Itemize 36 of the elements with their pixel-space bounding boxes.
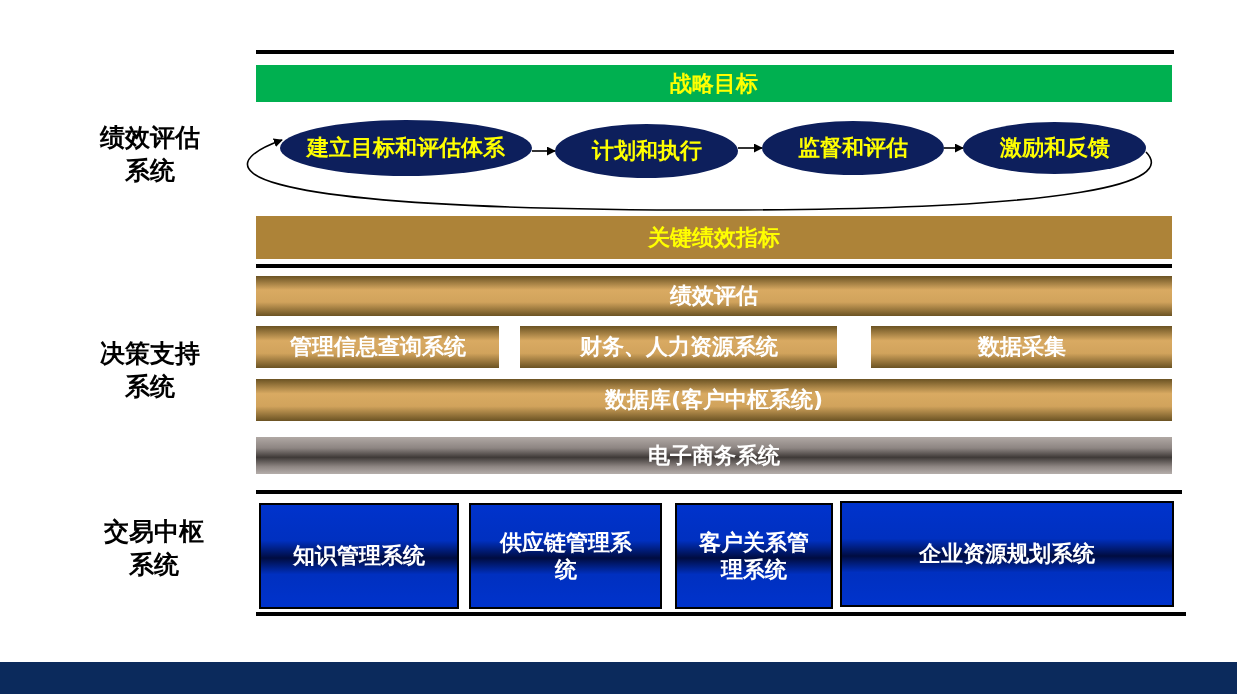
layer-bar — [871, 326, 1172, 368]
layer-bar — [259, 503, 459, 609]
node-label: 计划和执行 — [591, 137, 702, 165]
node-label: 财务、人力资源系统 — [579, 333, 778, 361]
layer-bar — [256, 65, 1172, 102]
layer-title: 交易中枢系统 — [103, 516, 205, 581]
layer-bar — [256, 326, 499, 368]
layer-bar — [675, 503, 833, 609]
layer-bar — [256, 379, 1172, 421]
node-label: 企业资源规划系统 — [919, 540, 1095, 568]
node-label: 激励和反馈 — [999, 134, 1110, 162]
node-label: 数据采集 — [977, 333, 1066, 361]
layer-bar — [840, 501, 1174, 607]
arrow — [943, 143, 964, 153]
node-label: 电子商务系统 — [648, 441, 780, 470]
node-label: 建立目标和评估体系 — [307, 134, 505, 162]
node-label: 战略目标 — [670, 69, 758, 98]
layer-bar — [256, 437, 1172, 474]
node-label: 供应链管理系统 — [498, 528, 633, 584]
node-label: 数据库(客户中枢系统) — [604, 386, 824, 414]
arrow — [737, 143, 763, 153]
node-label: 绩效评估 — [670, 282, 758, 310]
layer-bar — [469, 503, 662, 609]
arrow — [247, 138, 1152, 211]
layer-bar — [256, 276, 1172, 316]
node-label: 监督和评估 — [798, 134, 908, 162]
layer-bar — [256, 216, 1172, 259]
node-label: 关键绩效指标 — [648, 223, 780, 252]
node-label: 管理信息查询系统 — [289, 333, 466, 361]
layer-bar — [520, 326, 837, 368]
node-label: 知识管理系统 — [293, 542, 425, 570]
arrow — [531, 146, 556, 156]
layer-title: 决策支持系统 — [99, 338, 201, 403]
node-label: 客户关系管理系统 — [699, 528, 809, 584]
layer-title: 绩效评估系统 — [98, 122, 201, 187]
process-ellipse — [963, 122, 1146, 174]
